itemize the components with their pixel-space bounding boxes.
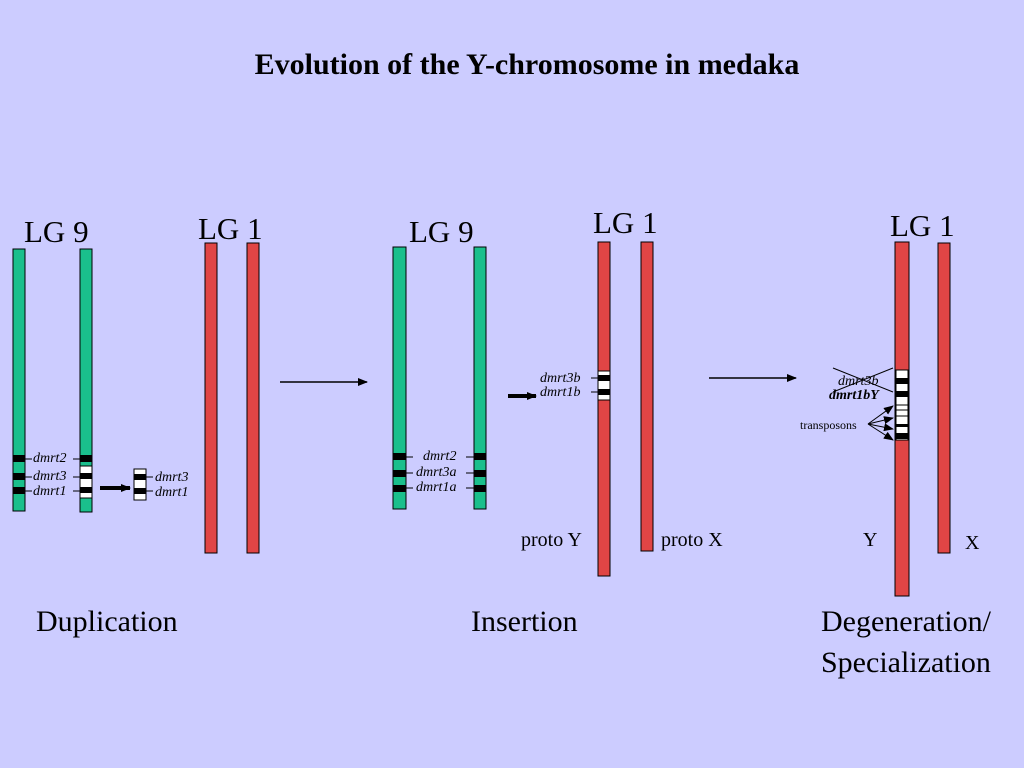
lg1-chromosome-right [246, 242, 260, 554]
lg9-chromosome-b [473, 246, 487, 510]
dup-gene-ticks [25, 458, 80, 492]
insertion-gene-ticks [406, 456, 474, 489]
lg9-chromosome-a [392, 246, 407, 510]
fragment-gene-dmrt3: dmrt3 [155, 470, 189, 485]
caption-duplication: Duplication [36, 605, 178, 638]
proto-y-chromosome [597, 241, 611, 577]
proto-x-chromosome [640, 241, 654, 552]
x-label: X [965, 532, 980, 554]
caption-degeneration: Degeneration/ [821, 605, 991, 638]
ins-lg9-label: LG 9 [409, 214, 474, 249]
transposon-arrows [867, 405, 894, 441]
dup-lg9-label: LG 9 [24, 214, 89, 249]
proto-y-label: proto Y [521, 529, 582, 551]
ins-gene-dmrt3b: dmrt3b [540, 371, 581, 386]
lg9-right-bands [79, 455, 93, 499]
dup-lg1-label: LG 1 [198, 211, 263, 246]
fragment-gene-dmrt1: dmrt1 [155, 485, 189, 500]
lg1-chromosome-left [204, 242, 218, 554]
ins-lg1-label: LG 1 [593, 205, 658, 240]
ins-gene-dmrt1a: dmrt1a [416, 480, 457, 495]
transposons-label: transposons [800, 418, 857, 432]
y-label: Y [863, 529, 878, 551]
insertion-lg9-bands [393, 453, 486, 492]
ins-gene-dmrt2: dmrt2 [423, 449, 457, 464]
lg9-chromosome-right [79, 248, 93, 513]
x-chromosome [937, 242, 951, 554]
proto-x-label: proto X [661, 529, 723, 551]
slide-title: Evolution of the Y-chromosome in medaka [254, 48, 800, 81]
duplicated-fragment [133, 468, 153, 501]
caption-insertion: Insertion [471, 605, 578, 638]
dup-gene-dmrt1: dmrt1 [33, 484, 67, 499]
deg-gene-dmrt3b: dmrt3b [838, 374, 879, 389]
deg-gene-dmrt1bY: dmrt1bY [829, 388, 879, 403]
dup-gene-dmrt2: dmrt2 [33, 451, 67, 466]
proto-y-insert [591, 370, 611, 401]
dup-gene-dmrt3: dmrt3 [33, 469, 67, 484]
deg-lg1-label: LG 1 [890, 208, 955, 243]
lg9-left-bands [13, 455, 25, 494]
lg9-chromosome-left [12, 248, 26, 512]
lost-gene-strike [832, 367, 894, 393]
caption-specialization: Specialization [821, 646, 991, 679]
y-degenerated-region [895, 369, 909, 441]
ins-gene-dmrt1b: dmrt1b [540, 385, 581, 400]
ins-gene-dmrt3a: dmrt3a [416, 465, 457, 480]
